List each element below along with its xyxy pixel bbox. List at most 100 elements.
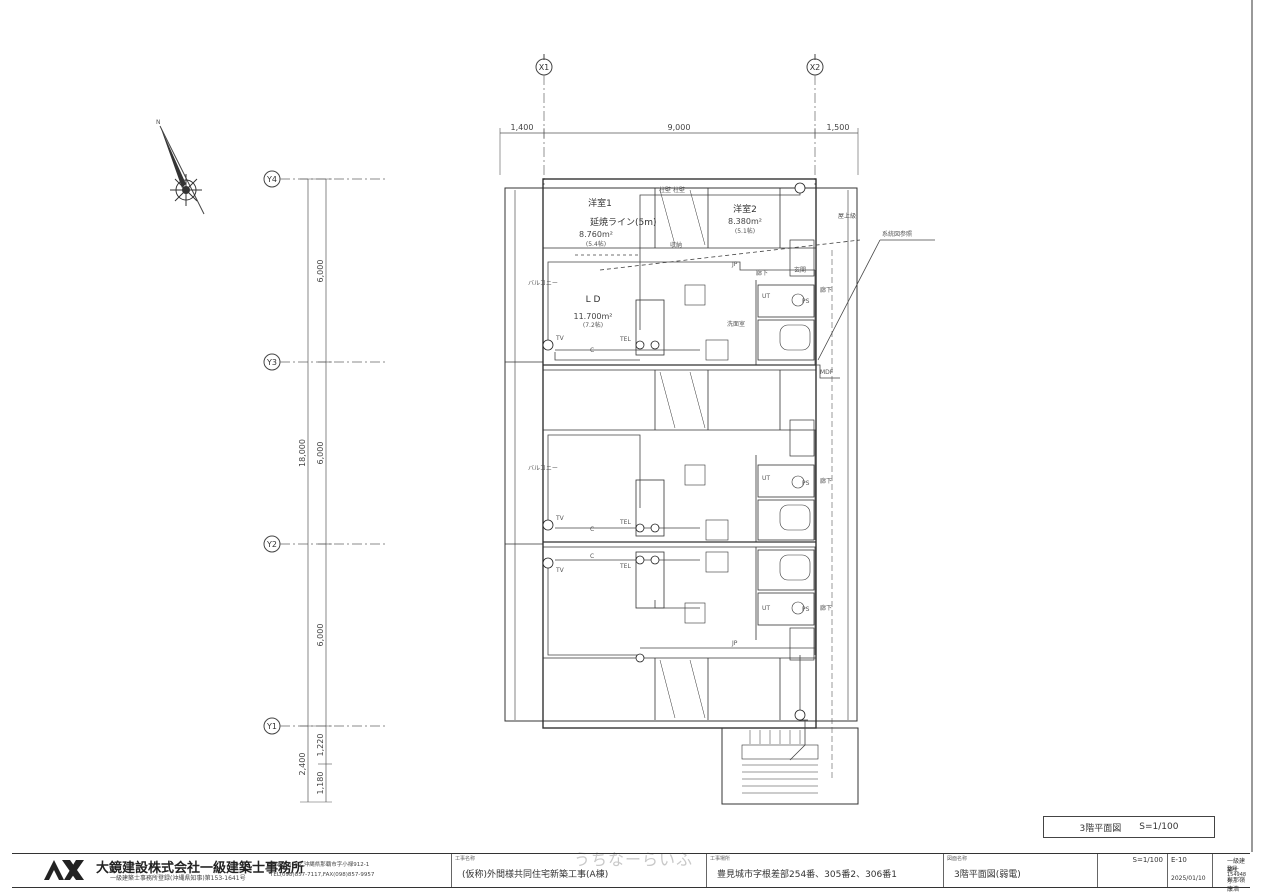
drawing-scale-box: 3階平面図 S=1/100 xyxy=(1043,816,1215,838)
tv-label-2: TV xyxy=(555,515,565,522)
drawing-caption: 図面名称 xyxy=(947,856,968,862)
mdf-label: MDF xyxy=(820,369,834,376)
grid-x1-label: X1 xyxy=(539,63,550,72)
grid-x2: X2 xyxy=(806,54,824,185)
dim-top-right: 1,500 xyxy=(827,123,850,132)
ps-label-3: PS xyxy=(802,606,810,613)
title-block-scale-value: S=1/100 xyxy=(1132,856,1163,864)
top-dimension: 1,400 9,000 1,500 xyxy=(499,123,859,175)
architect-title: 一級建築士 xyxy=(1227,858,1246,874)
title-block-project: 工事名称 (仮称)外間様共同住宅新築工事(A棟) xyxy=(452,854,707,887)
jp-label-1: JP xyxy=(731,261,738,268)
tel-label-3: TEL xyxy=(619,563,631,570)
architect-registration: 登録154948号 xyxy=(1227,866,1247,885)
room-closet: 収納 xyxy=(670,241,682,249)
room-bedroom2-tatami: (5.1帖) xyxy=(735,227,755,235)
dim-left-seg-3: 6,000 xyxy=(316,624,325,647)
corridor-label-3: 廊下 xyxy=(820,604,832,612)
left-dimension: 18,000 6,000 6,000 6,000 1,220 2,400 1,1… xyxy=(298,178,332,803)
room-balcony-2: バルコニー xyxy=(528,465,558,472)
wiring-lines xyxy=(547,185,861,761)
building-outline xyxy=(504,178,859,805)
grid-x2-label: X2 xyxy=(810,63,821,72)
title-block-scale: S=1/100 xyxy=(1098,854,1168,887)
corridor-label-2: 廊下 xyxy=(820,477,832,485)
drawing-name: 3階平面図(弱電) xyxy=(954,870,1021,880)
room-bedroom1-area: 8.760m² xyxy=(579,230,613,239)
room-washroom: 洗面室 xyxy=(727,320,745,328)
title-block-site: 工事場所 豊見城市字根差部254番、305番2、306番1 xyxy=(707,854,944,887)
title-block: 大鏡建設株式会社一級建築士事務所 一級建築士事務所登録(沖縄県知事)第153-1… xyxy=(12,853,1250,893)
company-address: 〒901-0152 沖縄県那覇市字小禄912-1 xyxy=(270,862,370,868)
grid-y3: Y3 xyxy=(263,353,385,371)
system-ref-leader: 系統図参照 xyxy=(817,230,935,361)
room-ld-name: L D xyxy=(586,295,601,305)
company-name: 大鏡建設株式会社一級建築士事務所 xyxy=(96,861,305,876)
c-label-1: C xyxy=(590,347,594,354)
ut-label-2: UT xyxy=(762,475,770,482)
column-label: 柱壁 柱壁 xyxy=(659,186,685,194)
dim-left-seg-2: 6,000 xyxy=(316,442,325,465)
architect-name: 與那嶺 康浩 xyxy=(1227,877,1246,893)
company-registration: 一級建築士事務所登録(沖縄県知事)第153-1641号 xyxy=(110,875,246,882)
dim-left-bottom-1: 1,220 xyxy=(316,734,325,757)
room-bedroom2-area: 8.380m² xyxy=(728,217,762,226)
room-ld-tatami: (7.2帖) xyxy=(583,321,603,329)
dim-left-seg-1: 6,000 xyxy=(316,260,325,283)
drawing-code: E-10 xyxy=(1171,856,1187,864)
outlets xyxy=(542,182,806,721)
room-balcony-1: バルコニー xyxy=(528,280,558,287)
c-label-3: C xyxy=(590,553,594,560)
project-caption: 工事名称 xyxy=(455,856,476,862)
system-ref-label: 系統図参照 xyxy=(882,230,912,238)
compass-rose: N xyxy=(156,119,205,215)
project-name: (仮称)外間様共同住宅新築工事(A棟) xyxy=(462,870,609,880)
grid-y4-label: Y4 xyxy=(266,175,277,184)
tv-label-3: TV xyxy=(555,567,565,574)
dim-top-left: 1,400 xyxy=(511,123,534,132)
grid-y1: Y1 xyxy=(263,717,385,735)
jp-label-2: JP xyxy=(731,640,738,647)
dim-left-total: 18,000 xyxy=(298,439,307,467)
drawing-scale-value: S=1/100 xyxy=(1139,822,1179,832)
grid-x1: X1 xyxy=(535,54,553,185)
ut-label-1: UT xyxy=(762,293,770,300)
watermark: うちなーらいふ xyxy=(574,850,694,869)
ut-label-3: UT xyxy=(762,605,770,612)
dim-top-center: 9,000 xyxy=(668,123,691,132)
tel-label-2: TEL xyxy=(619,519,631,526)
company-tel: TEL(098)857-7117,FAX(098)857-9957 xyxy=(270,872,375,878)
company-logo-icon xyxy=(44,860,84,880)
dim-left-bottom-3: 1,180 xyxy=(316,772,325,795)
title-block-architect: 一級建築士 登録154948号 與那嶺 康浩 xyxy=(1213,854,1250,893)
grid-y4: Y4 xyxy=(263,170,385,188)
site-caption: 工事場所 xyxy=(710,856,731,862)
grid-y2-label: Y2 xyxy=(266,540,277,549)
title-block-company: 大鏡建設株式会社一級建築士事務所 一級建築士事務所登録(沖縄県知事)第153-1… xyxy=(12,854,452,887)
drawing-date: 2025/01/10 xyxy=(1171,875,1206,882)
grid-y3-label: Y3 xyxy=(266,358,277,367)
room-labels: 洋室1 8.760m² (5.4帖) 延焼ライン(5m) 洋室2 8.380m²… xyxy=(528,186,856,647)
site-name: 豊見城市字根差部254番、305番2、306番1 xyxy=(717,870,897,880)
grid-y1-label: Y1 xyxy=(266,722,277,731)
extension-line-label: 延焼ライン(5m) xyxy=(590,216,657,228)
room-bedroom1-name: 洋室1 xyxy=(588,197,612,209)
tel-label-1: TEL xyxy=(619,336,631,343)
dim-left-bottom-2: 2,400 xyxy=(298,753,307,776)
room-bedroom2-name: 洋室2 xyxy=(733,203,757,215)
title-block-code: E-10 2025/01/10 xyxy=(1168,854,1213,887)
ps-label-1: PS xyxy=(802,298,810,305)
c-label-2: C xyxy=(590,526,594,533)
ps-label-2: PS xyxy=(802,480,810,487)
room-corridor: 廊下 xyxy=(756,269,768,277)
corridor-label-1: 廊下 xyxy=(820,286,832,294)
title-block-drawing: 図面名称 3階平面図(弱電) xyxy=(944,854,1098,887)
room-entrance: 玄関 xyxy=(794,266,806,274)
compass-north-label: N xyxy=(156,119,161,126)
rooftop-note: 屋上級 xyxy=(838,212,856,220)
room-ld-area: 11.700m² xyxy=(574,312,613,321)
grid-y2: Y2 xyxy=(263,535,385,553)
tv-label-1: TV xyxy=(555,335,565,342)
drawing-scale-title: 3階平面図 xyxy=(1079,823,1122,834)
